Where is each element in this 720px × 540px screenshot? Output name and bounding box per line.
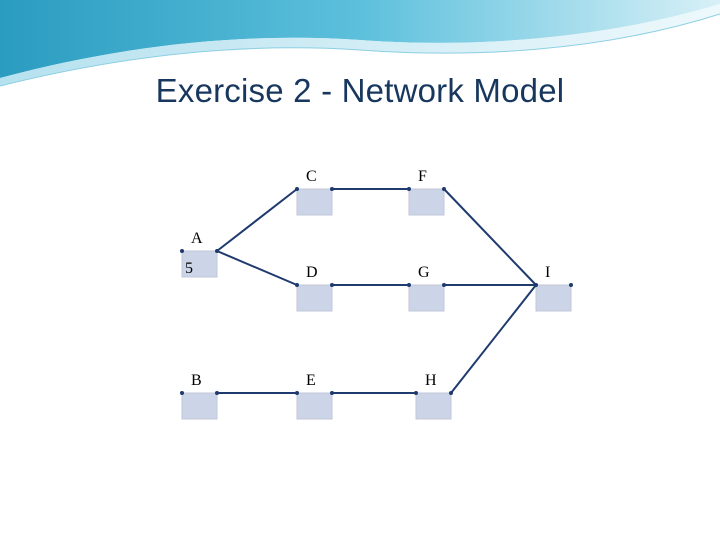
node-c-value-cell: [296, 188, 333, 216]
node-e-out-dot: [330, 391, 334, 395]
edge-a-c: [216, 188, 298, 252]
node-h-label-cell: [416, 367, 451, 393]
node-h-value-cell: [415, 392, 452, 420]
node-a-in-dot: [180, 249, 184, 253]
node-g-label: G: [418, 264, 430, 281]
node-e-label-cell: [297, 367, 332, 393]
node-a-value: 5: [185, 260, 193, 277]
node-i-in-dot: [534, 283, 538, 287]
edges-layer: [216, 188, 537, 394]
node-d-label: D: [306, 264, 318, 281]
node-h-in-dot: [414, 391, 418, 395]
edge-h-i: [450, 284, 537, 394]
node-f-value-cell: [408, 188, 445, 216]
header-wave-decoration: [0, 0, 720, 87]
header-wave-line: [0, 13, 720, 87]
node-a: A5: [181, 225, 218, 278]
node-f-out-dot: [442, 187, 446, 191]
node-e-in-dot: [295, 391, 299, 395]
node-a-label: A: [191, 230, 203, 247]
node-c-label-cell: [297, 163, 332, 189]
node-a-out-dot: [215, 249, 219, 253]
node-d-in-dot: [295, 283, 299, 287]
node-g-value-cell: [408, 284, 445, 312]
node-d-out-dot: [330, 283, 334, 287]
node-i-label: I: [545, 264, 550, 281]
node-h: H: [415, 367, 452, 420]
node-g-in-dot: [407, 283, 411, 287]
node-b-value-cell: [181, 392, 218, 420]
node-e: E: [296, 367, 333, 420]
node-f-label: F: [418, 168, 427, 185]
node-i-value-cell: [535, 284, 572, 312]
node-b-out-dot: [215, 391, 219, 395]
node-c-label: C: [306, 168, 317, 185]
header-wave-light: [0, 4, 720, 86]
edge-a-d: [216, 250, 298, 286]
node-f-in-dot: [407, 187, 411, 191]
node-d-label-cell: [297, 259, 332, 285]
node-c-in-dot: [295, 187, 299, 191]
node-g: G: [408, 259, 445, 312]
node-g-label-cell: [409, 259, 444, 285]
node-i-out-dot: [569, 283, 573, 287]
node-b-label-cell: [182, 367, 217, 393]
node-a-label-cell: [182, 225, 217, 251]
node-c-out-dot: [330, 187, 334, 191]
node-i-label-cell: [536, 259, 571, 285]
node-d-value-cell: [296, 284, 333, 312]
node-e-value-cell: [296, 392, 333, 420]
node-d: D: [296, 259, 333, 312]
header-wave-dark: [0, 0, 720, 78]
node-h-out-dot: [449, 391, 453, 395]
node-i: I: [535, 259, 572, 312]
node-b: B: [181, 367, 218, 420]
node-g-out-dot: [442, 283, 446, 287]
node-a-value-cell: [181, 250, 218, 278]
node-f-label-cell: [409, 163, 444, 189]
node-b-label: B: [191, 372, 202, 389]
node-f: F: [408, 163, 445, 216]
node-e-label: E: [306, 372, 316, 389]
slide-title: Exercise 2 - Network Model: [155, 72, 565, 109]
edge-f-i: [443, 188, 537, 286]
node-c: C: [296, 163, 333, 216]
node-b-in-dot: [180, 391, 184, 395]
node-h-label: H: [425, 372, 437, 389]
